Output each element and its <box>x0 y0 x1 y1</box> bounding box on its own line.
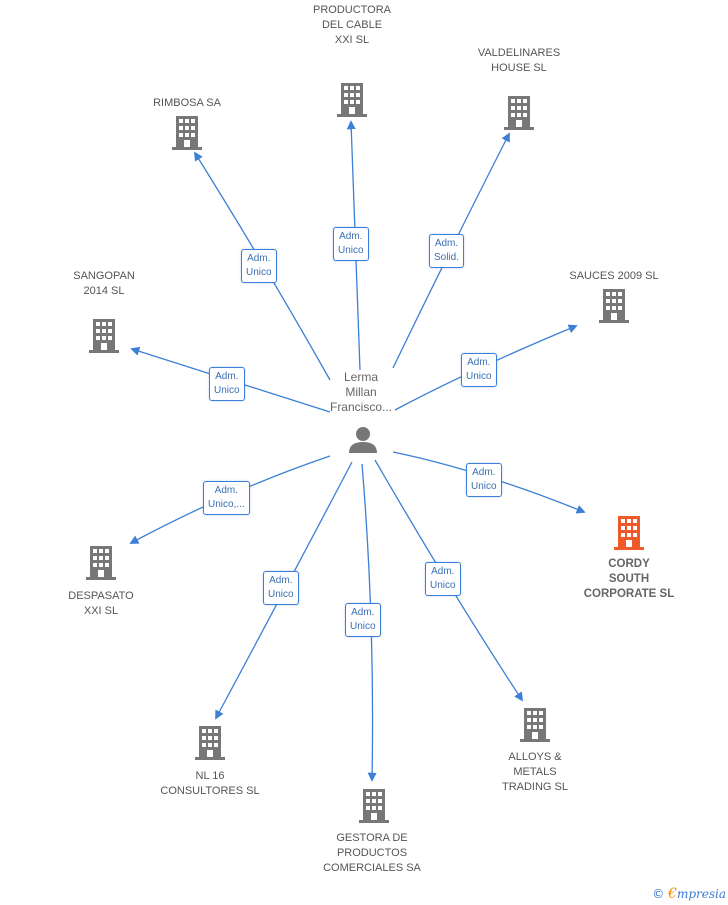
building-icon[interactable] <box>86 546 116 580</box>
person-icon <box>349 427 377 453</box>
relation-label-nl16[interactable]: Adm. Unico <box>263 571 299 605</box>
company-name-productora[interactable]: PRODUCTORA DEL CABLE XXI SL <box>312 4 392 46</box>
building-icon[interactable] <box>520 708 550 742</box>
brand-footer: © €mpresia <box>652 886 726 902</box>
building-icon[interactable] <box>599 289 629 323</box>
building-icon[interactable] <box>89 319 119 353</box>
relation-label-alloys[interactable]: Adm. Unico <box>425 562 461 596</box>
relation-label-gestora[interactable]: Adm. Unico <box>345 603 381 637</box>
company-name-valdelinares[interactable]: VALDELINARES HOUSE SL <box>477 47 561 74</box>
company-name-sauces[interactable]: SAUCES 2009 SL <box>569 270 659 282</box>
relation-label-sauces[interactable]: Adm. Unico <box>461 353 497 387</box>
relation-label-cordy[interactable]: Adm. Unico <box>466 463 502 497</box>
relation-label-despasato[interactable]: Adm. Unico,... <box>203 481 250 515</box>
company-name-despasato[interactable]: DESPASATO XXI SL <box>68 590 134 617</box>
building-icon[interactable] <box>337 83 367 117</box>
copyright-icon: © <box>652 887 665 901</box>
company-name-gestora[interactable]: GESTORA DE PRODUCTOS COMERCIALES SA <box>323 832 421 874</box>
brand-initial: € <box>668 886 677 902</box>
company-name-sangopan[interactable]: SANGOPAN 2014 SL <box>73 270 135 297</box>
relation-label-rimbosa[interactable]: Adm. Unico <box>241 249 277 283</box>
building-icon[interactable] <box>504 96 534 130</box>
building-icon[interactable] <box>614 516 644 550</box>
relation-label-sangopan[interactable]: Adm. Unico <box>209 367 245 401</box>
building-icon[interactable] <box>172 116 202 150</box>
company-name-rimbosa[interactable]: RIMBOSA SA <box>153 97 221 109</box>
building-icon[interactable] <box>359 789 389 823</box>
company-name-nl16[interactable]: NL 16 CONSULTORES SL <box>160 770 260 797</box>
relation-label-valdelinares[interactable]: Adm. Solid. <box>429 234 465 268</box>
company-name-cordy[interactable]: CORDY SOUTH CORPORATE SL <box>583 558 675 600</box>
center-person-name[interactable]: Lerma Millan Francisco... <box>329 370 392 414</box>
brand-name: mpresia <box>676 887 726 901</box>
building-icon[interactable] <box>195 726 225 760</box>
company-name-alloys[interactable]: ALLOYS & METALS TRADING SL <box>501 751 568 793</box>
relation-label-productora[interactable]: Adm. Unico <box>333 227 369 261</box>
